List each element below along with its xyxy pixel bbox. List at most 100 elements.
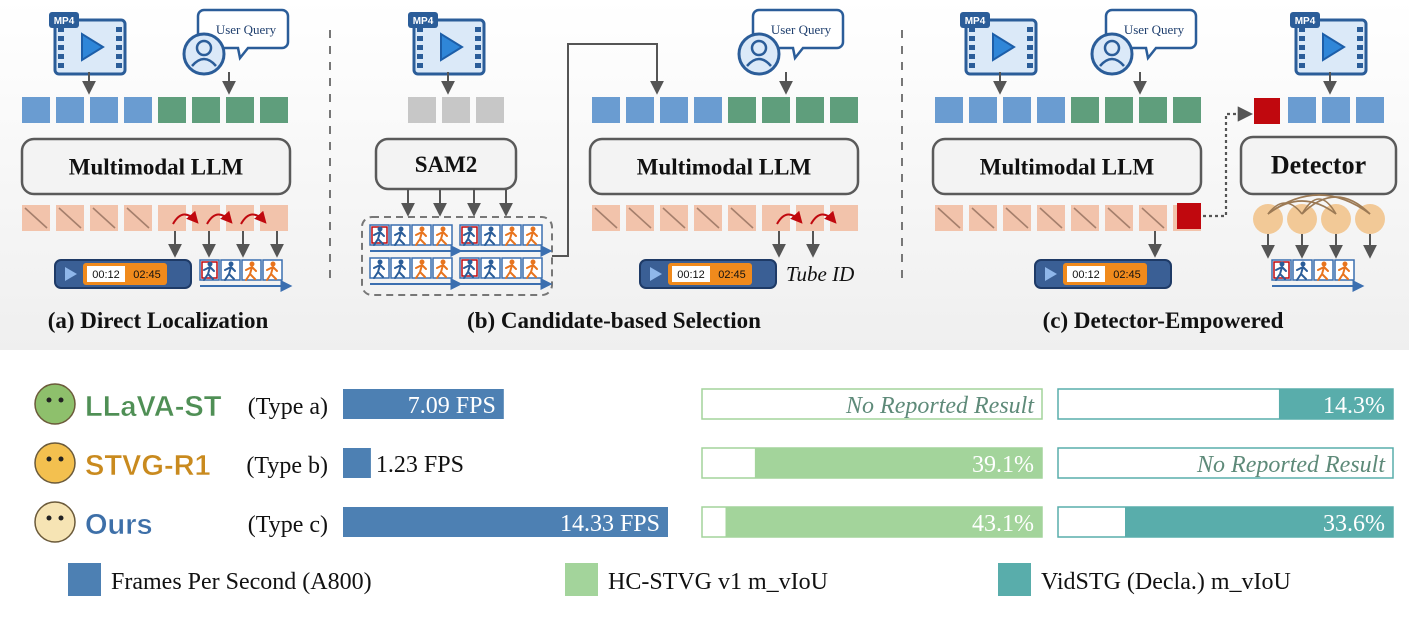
token-slash bbox=[24, 207, 48, 229]
panel-c-caption: (c) Detector-Empowered bbox=[1043, 308, 1284, 333]
logo-eye bbox=[46, 397, 52, 403]
token-block bbox=[1003, 97, 1031, 123]
token-block bbox=[442, 97, 470, 123]
token-block bbox=[969, 97, 997, 123]
logo-eye bbox=[46, 515, 52, 521]
token-slash bbox=[1107, 207, 1131, 229]
runner-head bbox=[440, 226, 446, 232]
runner-body bbox=[463, 264, 475, 279]
model-logo-icon bbox=[34, 442, 76, 484]
mp4-badge bbox=[960, 12, 990, 28]
time-start-box bbox=[87, 266, 125, 282]
token-slash bbox=[1005, 207, 1029, 229]
runner-head bbox=[488, 259, 494, 265]
play-icon bbox=[650, 267, 662, 281]
film-hole-icon bbox=[1357, 27, 1363, 32]
output-token bbox=[226, 205, 254, 231]
token-block bbox=[796, 97, 824, 123]
runner-head bbox=[398, 259, 404, 265]
fps-value-label: 7.09 FPS bbox=[408, 393, 496, 419]
film-hole-icon bbox=[1027, 27, 1033, 32]
model-box-label: Multimodal LLM bbox=[980, 155, 1155, 180]
video-file-icon: MP4 bbox=[49, 12, 127, 76]
token-block bbox=[1105, 97, 1133, 123]
mp4-badge bbox=[49, 12, 79, 28]
model-name-label: LLaVA-ST bbox=[85, 391, 222, 423]
frame-strip bbox=[369, 257, 463, 290]
token-block bbox=[660, 97, 688, 123]
token-block bbox=[1139, 97, 1167, 123]
avatar-head-icon bbox=[1103, 39, 1121, 57]
runner-head bbox=[1321, 261, 1327, 267]
film-hole-icon bbox=[475, 36, 481, 41]
avatar-head-icon bbox=[195, 39, 213, 57]
detector-node bbox=[1355, 204, 1385, 234]
film-hole-icon bbox=[475, 45, 481, 50]
runner-body bbox=[436, 264, 448, 279]
token-block bbox=[1071, 97, 1099, 123]
runner-body bbox=[373, 264, 385, 279]
output-token bbox=[192, 205, 220, 231]
detector-query-token bbox=[1254, 98, 1280, 124]
token-block bbox=[935, 97, 963, 123]
film-hole-icon bbox=[1357, 54, 1363, 59]
detector-node bbox=[1287, 204, 1317, 234]
token-slash bbox=[937, 207, 961, 229]
film-hole-icon bbox=[58, 63, 64, 68]
runner-body bbox=[1338, 266, 1350, 281]
output-token bbox=[260, 205, 288, 231]
frame-strip bbox=[459, 257, 553, 290]
play-icon bbox=[65, 267, 77, 281]
token-block bbox=[1322, 97, 1350, 123]
candidate-flow-arrow bbox=[552, 43, 664, 257]
frame-strip bbox=[199, 259, 293, 292]
runner-body bbox=[463, 231, 475, 246]
detection-query-token bbox=[1177, 203, 1201, 229]
film-hole-icon bbox=[417, 45, 423, 50]
metric-bar bbox=[1125, 507, 1393, 537]
model-box bbox=[20, 137, 292, 196]
token-block bbox=[1173, 97, 1201, 123]
output-token bbox=[830, 205, 858, 231]
film-hole-icon bbox=[475, 54, 481, 59]
avatar-body-icon bbox=[1099, 57, 1125, 67]
candidate-tubes-group bbox=[361, 216, 553, 296]
token-block bbox=[830, 97, 858, 123]
user-query-icon: User Query bbox=[1090, 8, 1198, 76]
panel-b-caption: (b) Candidate-based Selection bbox=[467, 308, 761, 333]
logo-shape bbox=[34, 383, 76, 425]
runner-body bbox=[526, 264, 538, 279]
model-type-label: (Type a) bbox=[248, 394, 328, 420]
video-file-icon: MP4 bbox=[960, 12, 1038, 76]
autoregressive-arrow bbox=[172, 210, 199, 225]
film-hole-icon bbox=[1299, 63, 1305, 68]
film-hole-icon bbox=[969, 54, 975, 59]
film-hole-icon bbox=[1027, 63, 1033, 68]
detector-node bbox=[1321, 204, 1351, 234]
token-slash bbox=[58, 207, 82, 229]
film-hole-icon bbox=[1299, 54, 1305, 59]
model-type-label: (Type c) bbox=[248, 512, 328, 538]
film-hole-icon bbox=[58, 54, 64, 59]
token-block bbox=[1356, 97, 1384, 123]
time-start-label: 00:12 bbox=[1072, 269, 1100, 281]
model-box bbox=[1239, 135, 1398, 196]
runner-head bbox=[467, 226, 473, 232]
model-type-label: (Type b) bbox=[246, 453, 328, 479]
runner-body bbox=[224, 266, 236, 281]
token-slash bbox=[126, 207, 150, 229]
tube-id-label: Tube ID bbox=[786, 262, 854, 286]
film-hole-icon bbox=[969, 63, 975, 68]
token-block bbox=[762, 97, 790, 123]
runner-body bbox=[373, 231, 385, 246]
play-icon bbox=[440, 32, 464, 62]
time-start-box bbox=[672, 266, 710, 282]
runner-body bbox=[415, 231, 427, 246]
user-query-label: User Query bbox=[1124, 22, 1185, 37]
runner-body bbox=[1296, 266, 1308, 281]
film-hole-icon bbox=[58, 27, 64, 32]
runner-head bbox=[530, 226, 536, 232]
film-hole-icon bbox=[969, 36, 975, 41]
runner-head bbox=[228, 261, 234, 267]
autoregressive-arrow bbox=[810, 210, 837, 225]
